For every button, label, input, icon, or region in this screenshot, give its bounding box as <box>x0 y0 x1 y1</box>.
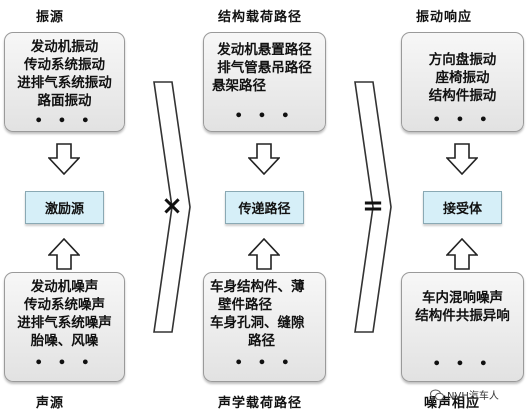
heading-acoustic-path: 声学载荷路径 <box>218 396 303 411</box>
path-item: 发动机悬置路径 <box>217 42 312 58</box>
down-arrow-icon <box>248 143 280 175</box>
noise-response-item: 结构件共振异响 <box>415 308 510 324</box>
multiply-operator: × <box>161 191 183 221</box>
equals-operator: = <box>362 191 384 221</box>
path-item: 悬架路径 <box>212 78 266 94</box>
ellipsis: • • • <box>34 113 95 129</box>
heading-noise-source: 声源 <box>36 396 65 411</box>
excitation-source-box: 激励源 <box>25 191 104 224</box>
watermark: NVH汽车人 <box>430 387 499 402</box>
response-item: 方向盘振动 <box>428 52 497 68</box>
noise-item: 胎噪、风噪 <box>30 333 99 349</box>
wechat-icon <box>430 389 444 400</box>
response-item: 结构件振动 <box>428 88 497 104</box>
noise-responses-card: 车内混响噪声 结构件共振异响 • • • <box>401 272 524 382</box>
vibration-sources-card: 发动机振动 传动系统振动 进排气系统振动 路面振动 • • • <box>4 32 125 132</box>
up-arrow-icon <box>48 238 80 270</box>
noise-item: 发动机噪声 <box>30 279 99 295</box>
vibration-responses-card: 方向盘振动 座椅振动 结构件振动 • • • <box>401 32 524 132</box>
acoustic-item: 车身结构件、薄 <box>210 279 305 295</box>
chevron-separator <box>153 81 191 333</box>
ellipsis: • • • <box>234 355 295 371</box>
down-arrow-icon <box>48 143 80 175</box>
structural-paths-card: 发动机悬置路径 排气管悬吊路径 悬架路径 • • • <box>203 32 326 132</box>
source-item: 传动系统振动 <box>24 57 105 73</box>
acoustic-paths-card: 车身结构件、薄 壁件路径 车身孔洞、缝隙 路径 • • • <box>203 272 326 382</box>
acoustic-item: 壁件路径 <box>218 297 272 313</box>
source-item: 发动机振动 <box>30 39 99 55</box>
acoustic-item: 车身孔洞、缝隙 <box>210 315 305 331</box>
path-item: 排气管悬吊路径 <box>217 60 312 76</box>
ellipsis: • • • <box>432 356 493 372</box>
noise-item: 传动系统噪声 <box>24 297 105 313</box>
source-item: 进排气系统振动 <box>17 75 112 91</box>
watermark-text: NVH汽车人 <box>447 391 499 402</box>
heading-vibration-source: 振源 <box>36 10 65 25</box>
acoustic-item: 路径 <box>248 333 275 349</box>
down-arrow-icon <box>446 143 478 175</box>
up-arrow-icon <box>248 238 280 270</box>
heading-noise-response: 噪声相应 <box>424 396 481 411</box>
noise-response-item: 车内混响噪声 <box>422 290 503 306</box>
source-item: 路面振动 <box>37 93 92 109</box>
heading-vibration-response: 振动响应 <box>416 10 473 25</box>
noise-sources-card: 发动机噪声 传动系统噪声 进排气系统噪声 胎噪、风噪 • • • <box>4 272 125 382</box>
receiver-box: 接受体 <box>423 191 502 224</box>
chevron-separator <box>354 81 392 333</box>
response-item: 座椅振动 <box>435 70 490 86</box>
ellipsis: • • • <box>34 355 95 371</box>
ellipsis: • • • <box>234 108 295 124</box>
up-arrow-icon <box>446 238 478 270</box>
heading-structural-path: 结构载荷路径 <box>218 10 303 25</box>
ellipsis: • • • <box>432 112 493 128</box>
transfer-path-box: 传递路径 <box>225 191 304 224</box>
noise-item: 进排气系统噪声 <box>17 315 112 331</box>
